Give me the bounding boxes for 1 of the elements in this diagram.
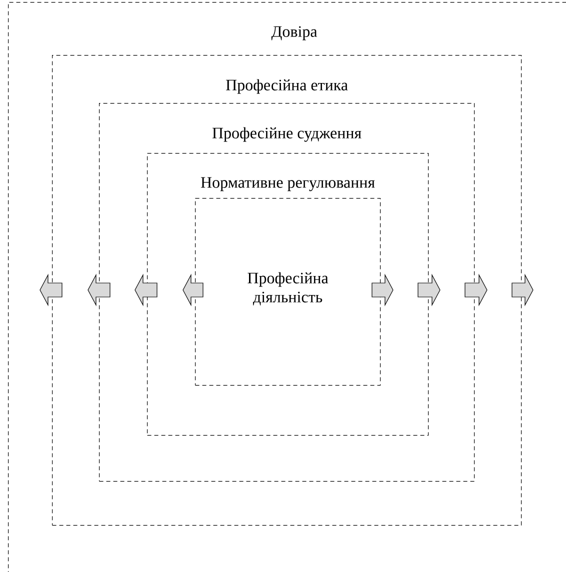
dashed-box: Професійна діяльність <box>195 198 381 386</box>
